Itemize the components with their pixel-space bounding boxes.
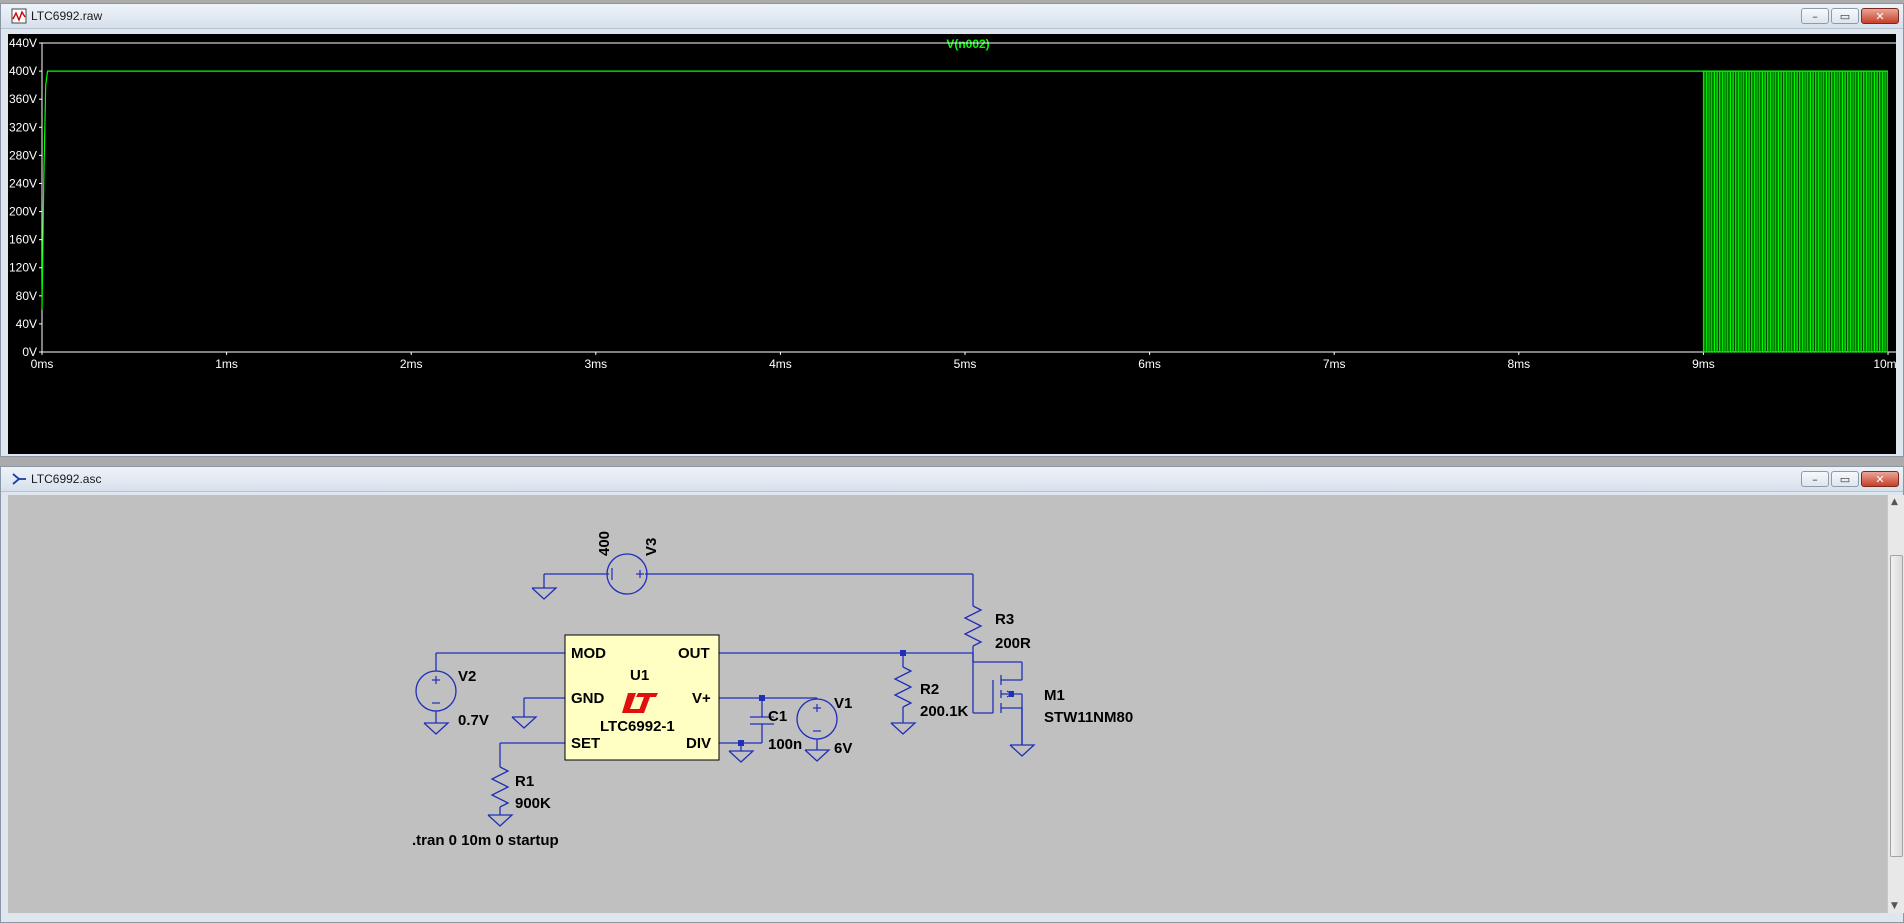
y-tick-label: 360V [9,92,37,106]
r2-name-label: R2 [920,681,939,698]
y-tick-label: 320V [9,120,37,134]
close-button[interactable]: ✕ [1861,8,1899,24]
trace-label[interactable]: V(n002) [946,37,989,51]
u1-part-label: LTC6992-1 [600,718,675,735]
waveform-app-icon [11,8,27,24]
r1-name-label: R1 [515,773,534,790]
spice-directive[interactable]: .tran 0 10m 0 startup [412,832,559,849]
y-tick-label: 0V [22,345,37,359]
y-tick-label: 200V [9,205,37,219]
x-tick-label: 8ms [1507,357,1530,371]
u1-name-label: U1 [630,667,649,684]
v2-name-label: V2 [458,668,476,685]
minimize-icon: – [1812,472,1818,486]
u1-div-pin: DIV [686,735,711,752]
y-tick-label: 40V [16,317,37,331]
close-button[interactable]: ✕ [1861,471,1899,487]
minimize-icon: – [1812,9,1818,23]
trace-burst [1702,70,1888,353]
y-tick-label: 160V [9,233,37,247]
r1-resistor[interactable] [490,766,510,808]
x-tick-label: 2ms [400,357,423,371]
maximize-button[interactable]: ▭ [1831,8,1859,24]
schematic-svg[interactable]: 400 V3 R3 200R V2 0.7V MOD OUT U1 GND V+… [8,495,1890,913]
waveform-svg[interactable]: V(n002) 0V 40V 80V 120V 160V 200V 240V 280V 320V… [8,34,1903,454]
waveform-window-title: LTC6992.raw [31,9,103,23]
r3-resistor[interactable] [963,605,983,647]
v3-ground-symbol [531,587,558,600]
r2-value-label: 200.1K [920,703,969,720]
m1-mosfet-symbol[interactable] [992,662,1023,745]
u1-block[interactable] [564,634,720,761]
waveform-titlebar[interactable]: LTC6992.raw – ▭ ✕ [1,4,1903,29]
y-tick-label: 400V [9,64,37,78]
waveform-plot[interactable]: V(n002) 0V 40V 80V 120V 160V 200V 240V 280V 320V… [8,34,1903,454]
u1-gnd-pin: GND [571,690,605,707]
v1-value-label: 6V [834,740,852,757]
y-tick-label: 240V [9,176,37,190]
r2-ground-symbol [890,722,917,735]
v2-value-label: 0.7V [458,712,489,729]
y-tick-label: 440V [9,36,37,50]
schematic-app-icon [12,473,26,485]
u1-vplus-pin: V+ [692,690,711,707]
r3-value-label: 200R [995,635,1031,652]
x-tick-label: 1ms [215,357,238,371]
r2-resistor[interactable] [893,666,913,708]
div-ground-symbol [728,750,755,763]
v3-value-label: 400 [596,531,613,556]
u1-mod-pin: MOD [571,645,606,662]
schematic-titlebar[interactable]: LTC6992.asc – ▭ ✕ [1,467,1903,492]
maximize-icon: ▭ [1839,472,1851,486]
r3-name-label: R3 [995,611,1014,628]
x-tick-label: 7ms [1323,357,1346,371]
y-tick-label: 80V [16,289,37,303]
r1-ground-symbol [487,814,514,827]
y-tick-label: 120V [9,261,37,275]
m1-part-label: STW11NM80 [1044,709,1133,726]
c1-value-label: 100n [768,736,802,753]
minimize-button[interactable]: – [1801,8,1829,24]
v3-name-label: V3 [643,538,660,556]
r1-value-label: 900K [515,795,551,812]
junction-vplus [759,695,765,701]
y-tick-label: 280V [9,148,37,162]
close-icon: ✕ [1875,9,1885,23]
v2-ground-symbol [423,722,450,735]
schematic-vertical-scrollbar[interactable]: ▲ ▼ [1887,495,1904,913]
scroll-up-icon[interactable]: ▲ [1891,497,1898,507]
junction-div [738,740,744,746]
x-tick-label: 9ms [1692,357,1715,371]
m1-name-label: M1 [1044,687,1065,704]
u1-set-pin: SET [571,735,600,752]
x-tick-label: 6ms [1138,357,1161,371]
trace-line [41,70,1888,310]
close-icon: ✕ [1875,472,1885,486]
minimize-button[interactable]: – [1801,471,1829,487]
u1-out-pin: OUT [678,645,710,662]
maximize-button[interactable]: ▭ [1831,471,1859,487]
x-tick-label: 5ms [954,357,977,371]
scrollbar-thumb[interactable] [1890,555,1903,857]
m1-ground-symbol [1009,744,1036,757]
x-tick-label: 0ms [31,357,54,371]
x-tick-label: 3ms [584,357,607,371]
x-tick-label: 10ms [1873,357,1896,371]
x-tick-label: 4ms [769,357,792,371]
v1-ground-symbol [804,749,831,762]
junction-out [900,650,906,656]
schematic-window-title: LTC6992.asc [31,472,102,486]
scroll-down-icon[interactable]: ▼ [1891,901,1898,911]
schematic-canvas[interactable]: 400 V3 R3 200R V2 0.7V MOD OUT U1 GND V+… [8,495,1890,913]
u1-ground-symbol [511,716,538,729]
lt-logo [622,693,658,713]
c1-name-label: C1 [768,708,787,725]
maximize-icon: ▭ [1839,9,1851,23]
v1-name-label: V1 [834,695,852,712]
